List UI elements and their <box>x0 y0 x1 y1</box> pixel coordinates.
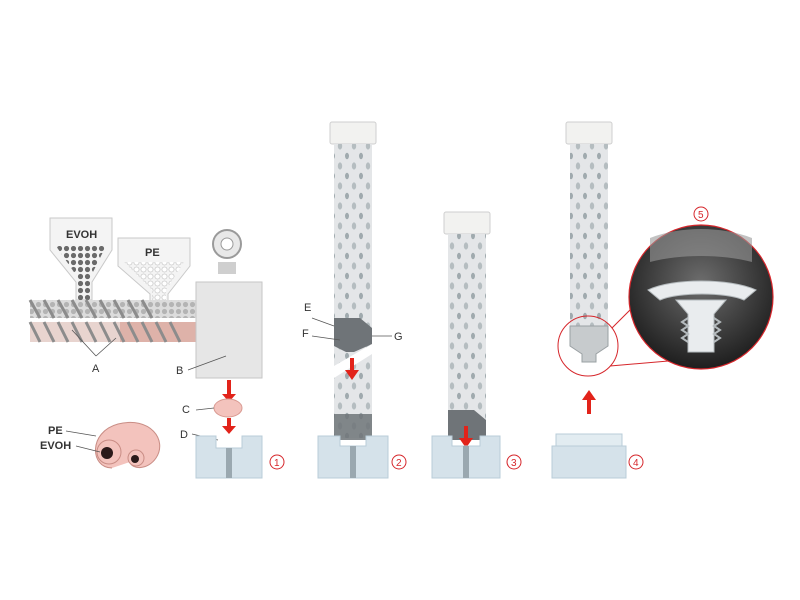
callout-e: E <box>304 302 311 314</box>
head-insert <box>334 318 372 352</box>
step-2-badge <box>391 454 407 470</box>
step-5-badge <box>693 206 709 222</box>
callout-f: F <box>302 328 309 340</box>
pe-hopper-label: PE <box>145 247 160 259</box>
tube-step-4 <box>551 121 627 479</box>
evoh-hopper-label: EVOH <box>66 229 97 241</box>
extrusion-head <box>195 229 263 379</box>
callout-a: A <box>92 363 100 375</box>
melt-shot <box>213 398 243 418</box>
callout-c: C <box>182 404 190 416</box>
callout-d: D <box>180 429 188 441</box>
layer-outer-label: PE <box>48 425 63 437</box>
callout-b-leader <box>187 355 227 371</box>
step-3-label: 3 <box>511 458 517 469</box>
step-4-label: 4 <box>633 458 639 469</box>
step-2-label: 2 <box>396 458 402 469</box>
layer-inner-label: EVOH <box>40 440 71 452</box>
extruder-screws <box>28 299 200 343</box>
callout-b: B <box>176 365 183 377</box>
callout-g: G <box>394 331 403 343</box>
evoh-hopper: EVOH <box>49 217 113 301</box>
mold-step-1 <box>195 435 263 479</box>
step-4-badge <box>628 454 644 470</box>
layer-cross-section <box>95 422 161 469</box>
step-1-label: 1 <box>274 458 280 469</box>
callout-a-leader <box>71 329 117 357</box>
step-3-badge <box>506 454 522 470</box>
step-1-badge <box>269 454 285 470</box>
step-5-label: 5 <box>698 210 704 221</box>
extruder-section: EVOH PE A B <box>28 217 285 479</box>
detail-source-ring <box>557 315 619 377</box>
tube-step-3 <box>431 211 501 479</box>
pe-hopper: PE <box>117 237 191 311</box>
mold-step-4 <box>551 445 627 479</box>
tube-step-2 <box>317 121 389 479</box>
detail-zoom <box>628 224 774 370</box>
